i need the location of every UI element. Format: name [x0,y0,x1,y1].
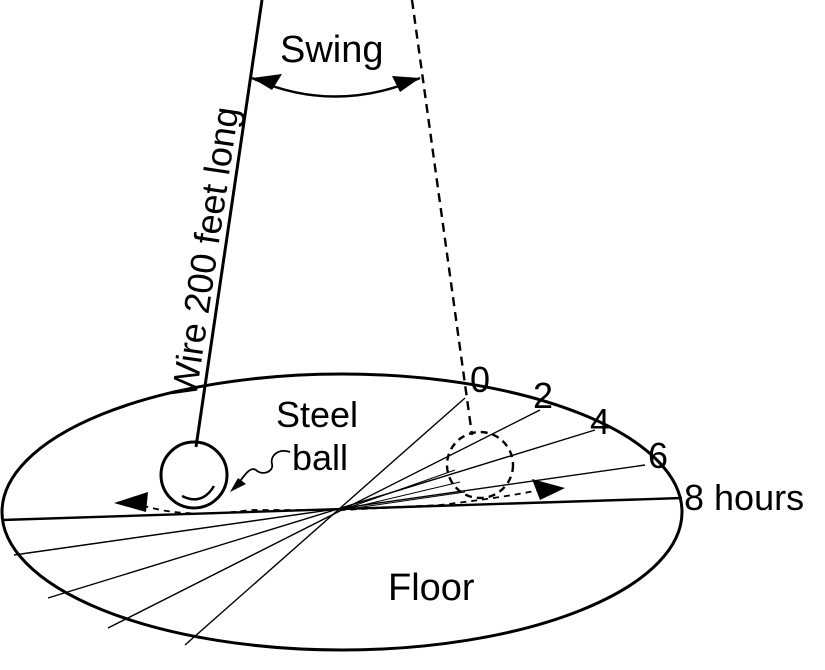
pendulum-wire [194,0,264,448]
pendulum-wire-dashed [410,0,474,436]
wire-label: Wire 200 feet long [163,104,246,399]
ball-highlight [181,485,216,501]
floor-label: Floor [388,567,475,609]
swing-arrowhead-right [392,76,420,92]
plane-line-4h [47,429,596,599]
floor-ellipse [0,372,684,652]
steel-ball-icon [159,440,229,510]
plane-line-8h [1,496,683,522]
dashed-ball [445,430,515,500]
path-arrowhead-left [114,492,148,512]
hour-mark-4: 4 [590,401,610,442]
swing-plane-lines [1,397,683,646]
label-leader [237,450,291,485]
plane-line-2h [107,409,541,629]
swing-arrowhead-left [252,74,282,90]
swing-label: Swing [280,29,384,71]
leader-arrowhead [230,478,246,492]
path-arrowhead-right [532,479,565,500]
ball-label: ball [292,437,348,478]
steel-label: Steel [276,394,358,435]
hour-mark-2: 2 [533,375,553,416]
hour-mark-0: 0 [470,359,490,400]
plane-line-0h [184,397,466,646]
hour-mark-6: 6 [648,435,668,476]
ball-path-dashed [131,489,541,515]
hour-mark-8: 8 hours [684,477,804,518]
ball-shadow-lines [341,469,466,511]
